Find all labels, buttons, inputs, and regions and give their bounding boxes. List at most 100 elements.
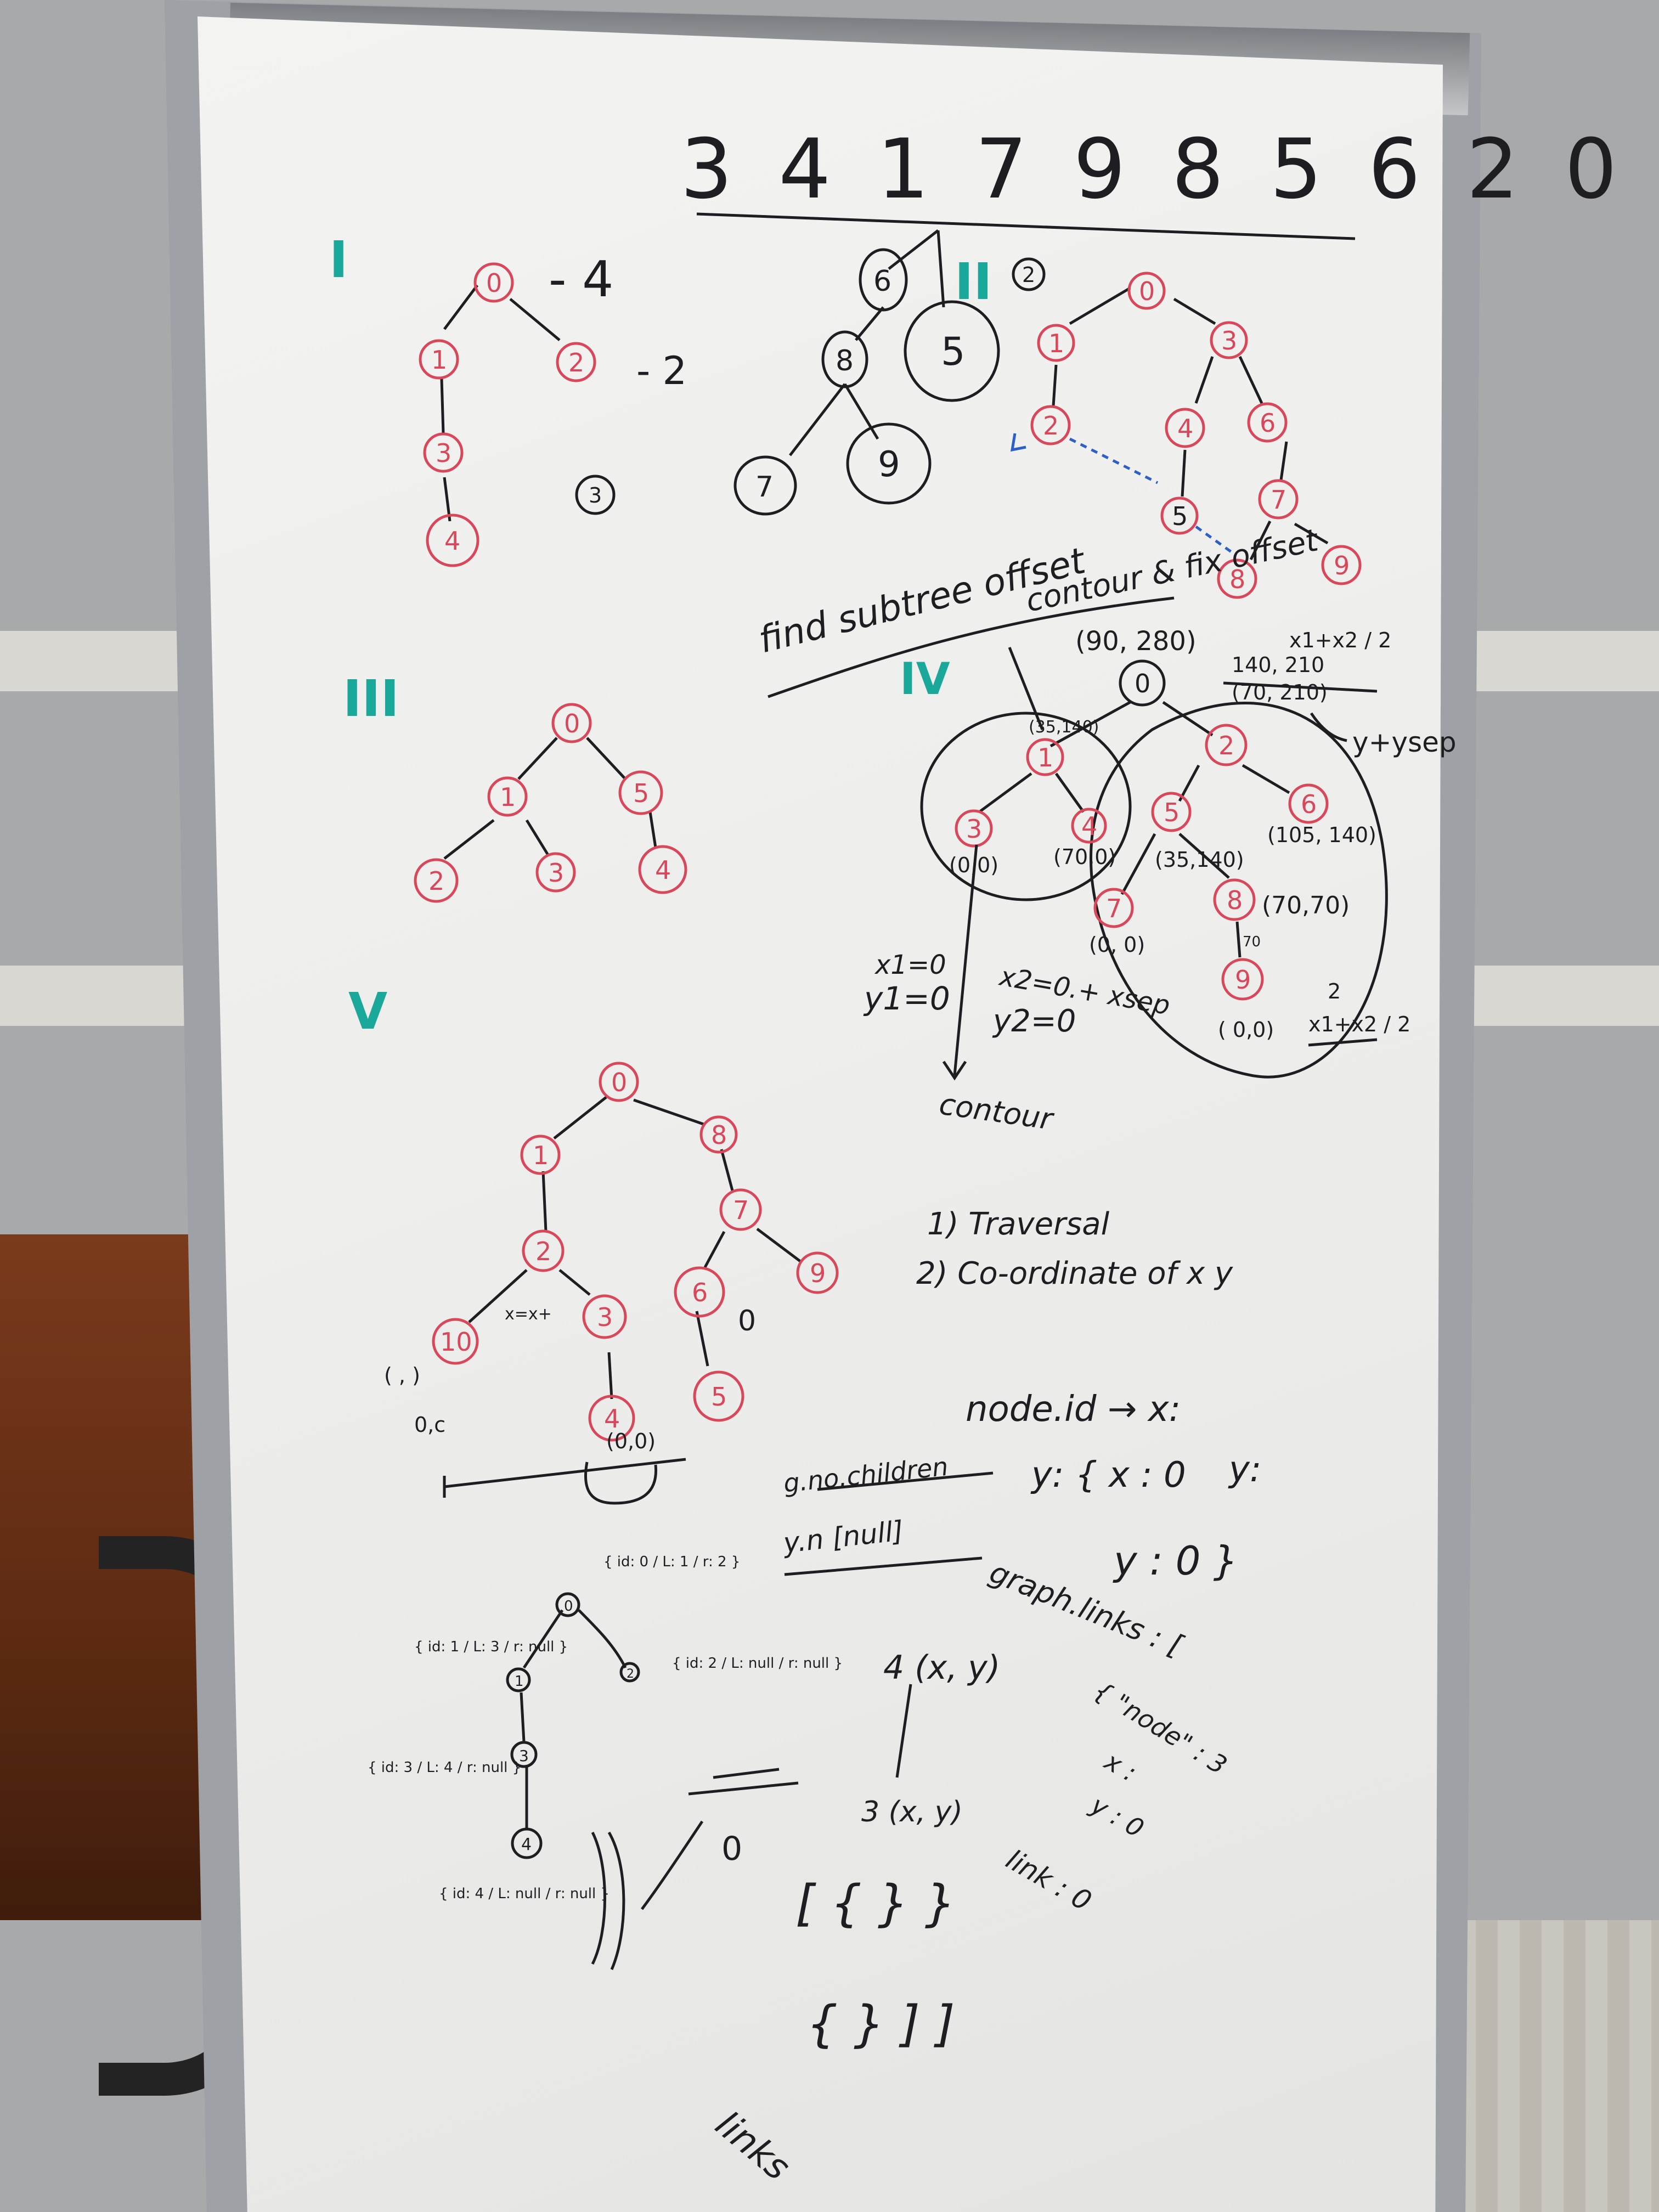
section-label-3: III: [343, 669, 399, 728]
svg-text:7: 7: [1271, 485, 1286, 515]
tree5-annot-origin: (0,0): [606, 1429, 656, 1453]
tree5-node-9: 9: [796, 1251, 839, 1294]
floor: [1454, 1920, 1659, 2212]
json-links-word: links: [708, 2103, 798, 2188]
svg-text:5: 5: [711, 1382, 727, 1412]
svg-text:2: 2: [1043, 411, 1059, 441]
json-link: link : 0: [1001, 1843, 1097, 1917]
svg-text:1: 1: [533, 1141, 549, 1170]
svg-text:3: 3: [436, 438, 452, 468]
svg-text:2: 2: [568, 348, 584, 377]
tree5-annot-blank: ( , ): [384, 1363, 420, 1387]
svg-text:4: 4: [604, 1404, 620, 1434]
svg-text:2: 2: [428, 866, 444, 896]
tree4-half: x1+x2 / 2: [1308, 1012, 1410, 1036]
tree2-label: 2: [1012, 257, 1046, 291]
tree4-coord-seventy: 70: [1243, 934, 1261, 950]
tree1-node-4: 4: [426, 514, 479, 567]
tree5-node-4: 4: [588, 1395, 635, 1442]
svg-text:5: 5: [1164, 798, 1180, 827]
section-label-4: IV: [900, 653, 950, 704]
tree3-node-4: 4: [638, 845, 687, 894]
svg-text:6: 6: [1260, 408, 1276, 438]
tree3-node-2: 2: [414, 858, 459, 903]
json-children: g.no.children: [782, 1452, 950, 1498]
tree-2: 2 0 1 3 2 4 6 5 7 8 9: [1010, 257, 1362, 599]
svg-text:6: 6: [1301, 789, 1317, 819]
svg-text:4: 4: [521, 1835, 532, 1854]
tree4-coord-n4: (70,0): [1053, 845, 1116, 869]
tree4-contour-label: contour: [937, 1086, 1056, 1137]
tree1-note-4: - 4: [549, 251, 613, 308]
tree3-node-5: 5: [618, 770, 663, 815]
tree6-obj-3: { id: 3 / L: 4 / r: null }: [368, 1759, 521, 1776]
svg-text:3: 3: [1221, 326, 1237, 356]
tree5-node-0: 0: [599, 1062, 639, 1102]
tree5-annot-zero: 0: [738, 1305, 756, 1338]
sketch-node-9: 9: [846, 422, 932, 505]
svg-text:9: 9: [810, 1259, 826, 1288]
svg-text:2: 2: [1022, 263, 1035, 287]
tree5-node-5: 5: [693, 1370, 744, 1422]
tree4-coord-n9: ( 0,0): [1218, 1018, 1274, 1042]
tree6-node-1: 1: [506, 1667, 531, 1692]
tree4-coord-n5: (35,140): [1155, 848, 1244, 872]
svg-text:10: 10: [440, 1327, 472, 1357]
svg-text:4: 4: [655, 855, 671, 885]
svg-text:1: 1: [515, 1673, 524, 1690]
whiteboard: [198, 16, 1443, 2212]
tree4-coord-n7: (0, 0): [1089, 933, 1145, 957]
tree6-node-3: 3: [510, 1741, 538, 1768]
tree5-annot-oc: 0,c: [414, 1413, 445, 1437]
sequence-underline: [696, 212, 1356, 240]
tree4-node-1: 1: [1026, 738, 1064, 776]
json-node-id: node.id → x:: [966, 1389, 1181, 1430]
tree2-node-5: 5: [1160, 496, 1199, 535]
json-brackets: [ { } }: [795, 1875, 956, 1932]
svg-text:1: 1: [431, 345, 447, 375]
tree5-node-1: 1: [520, 1135, 561, 1175]
tree4-y-plus-ysep: y+ysep: [1352, 726, 1457, 758]
svg-text:3: 3: [548, 858, 564, 888]
sequence-heading: 3 4 1 7 9 8 5 6 2 0: [680, 122, 1627, 217]
tree4-coord-n6: (105, 140): [1267, 823, 1376, 847]
tree4-node-3: 3: [955, 809, 993, 848]
json-brackets2: { } ] ]: [806, 1995, 955, 2053]
tree6-zero: 0: [721, 1830, 742, 1868]
svg-text:2: 2: [1218, 731, 1234, 760]
tree1-node-3: 3: [423, 432, 464, 473]
tree6-obj-root: { id: 0 / L: 1 / r: 2 }: [603, 1554, 740, 1570]
sketch-node-6: 6: [859, 248, 908, 312]
tree4-node-0: 0: [1119, 659, 1166, 707]
tree2-node-9: 9: [1321, 545, 1362, 585]
json-notes: node.id → x: y: y: { x : 0 y : 0 } g.no.…: [708, 1389, 1262, 2188]
tree2-node-8: 8: [1217, 558, 1257, 599]
svg-text:0: 0: [486, 268, 502, 298]
tree3-node-0: 0: [551, 703, 592, 743]
json-xy2: y : 0: [1085, 1790, 1149, 1843]
json-obj: y: { x : 0: [1030, 1455, 1186, 1496]
tree4-node-4: 4: [1071, 808, 1107, 844]
tree5-node-6: 6: [674, 1266, 725, 1318]
tree3-node-1: 1: [487, 776, 528, 817]
tree4-node-7: 7: [1093, 888, 1134, 928]
tree-4: (90, 280) x1+x2 / 2 140, 210 (70, 210) y…: [863, 626, 1457, 1137]
svg-text:9: 9: [1334, 551, 1350, 580]
sketch-node-7: 7: [733, 455, 797, 516]
svg-text:8: 8: [836, 345, 854, 377]
svg-text:0: 0: [1139, 276, 1155, 306]
json-obj2: y : 0 }: [1113, 1538, 1238, 1584]
svg-text:9: 9: [878, 444, 900, 485]
svg-text:1: 1: [1037, 743, 1053, 772]
svg-text:3: 3: [597, 1302, 613, 1332]
svg-text:5: 5: [633, 778, 649, 808]
tree-3: 0 1 5 2 3 4: [414, 703, 687, 903]
svg-text:1: 1: [500, 782, 516, 812]
tree4-coord-a: 140, 210: [1232, 653, 1324, 677]
sketch-node-5: 5: [904, 300, 1000, 402]
svg-text:0: 0: [1135, 669, 1150, 698]
tree1-node-0: 0: [473, 262, 514, 303]
svg-text:9: 9: [1235, 965, 1251, 995]
tree5-node-2: 2: [522, 1229, 565, 1272]
